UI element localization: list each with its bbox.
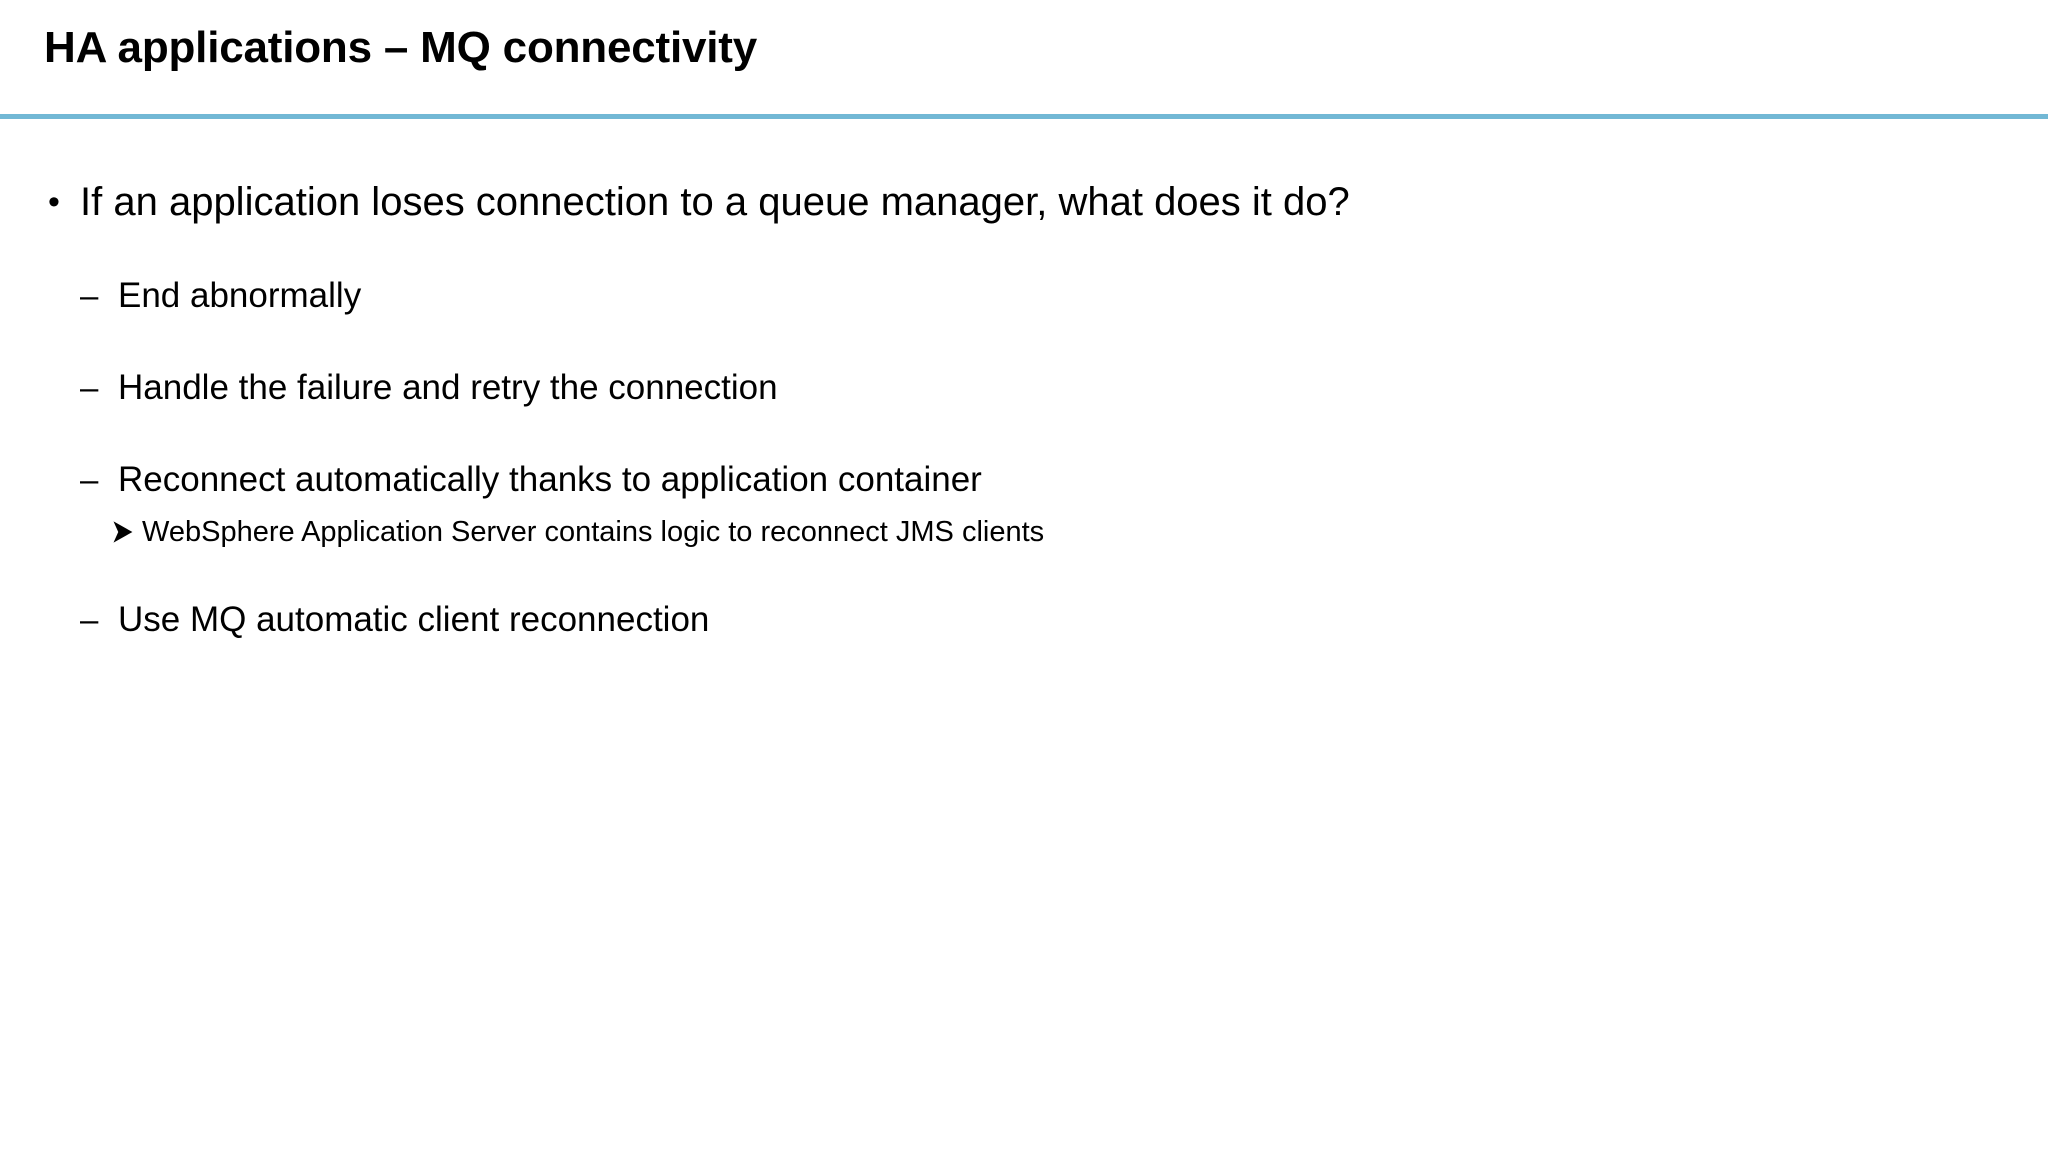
slide-body: • If an application loses connection to … [0, 150, 2048, 642]
list-item: – Handle the failure and retry the conne… [0, 366, 2048, 410]
title-underline-rule [0, 114, 2048, 119]
page-title: HA applications – MQ connectivity [44, 23, 758, 72]
list-item-label: Handle the failure and retry the connect… [118, 368, 778, 407]
list-item: – Use MQ automatic client reconnection [0, 598, 2048, 642]
bullet-dot-icon: • [48, 183, 60, 221]
list-item-label: Use MQ automatic client reconnection [118, 600, 710, 639]
list-item: – End abnormally [0, 274, 2048, 318]
bullet-dash-icon: – [80, 277, 99, 314]
list-item-label: Reconnect automatically thanks to applic… [118, 460, 982, 499]
arrowhead-glyph-svg [113, 521, 133, 543]
list-item-label: End abnormally [118, 276, 362, 315]
list-item: – Reconnect automatically thanks to appl… [0, 458, 2048, 502]
bullet-dash-icon: – [80, 461, 99, 498]
list-item-label: If an application loses connection to a … [80, 180, 1350, 224]
bullet-dash-icon: – [80, 369, 99, 406]
bullet-arrowhead-icon [112, 514, 142, 550]
bullet-dash-icon: – [80, 601, 99, 638]
list-item: WebSphere Application Server contains lo… [0, 514, 2048, 550]
list-item: • If an application loses connection to … [0, 178, 2048, 226]
list-item-label: WebSphere Application Server contains lo… [142, 516, 1045, 548]
